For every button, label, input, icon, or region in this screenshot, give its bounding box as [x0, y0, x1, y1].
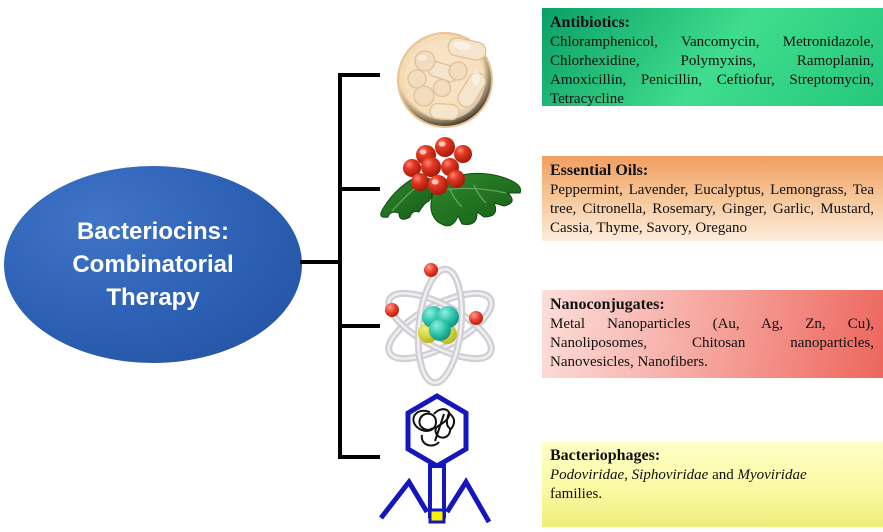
bacteriophages-body-line1: Podoviridae, Siphoviridae and Myoviridae: [550, 467, 807, 483]
essential-oils-body: Peppermint, Lavender, Eucalyptus, Lemong…: [550, 182, 874, 236]
nanoconjugates-body: Metal Nanoparticles (Au, Ag, Zn, Cu), Na…: [550, 316, 874, 370]
central-node-line2: Combinatorial: [72, 251, 234, 278]
pills-dish-icon: [397, 32, 493, 128]
central-node-bacteriocins: Bacteriocins: Combinatorial Therapy: [4, 166, 302, 363]
central-node-line1: Bacteriocins:: [76, 218, 230, 245]
bacteriophage-icon: [379, 393, 492, 524]
essential-oils-box: Essential Oils: Peppermint, Lavender, Eu…: [542, 156, 883, 241]
antibiotics-box: Antibiotics: Chloramphenicol, Vancomycin…: [542, 8, 883, 107]
essential-oils-title: Essential Oils:: [550, 162, 649, 179]
central-node-line3: Therapy: [106, 284, 200, 311]
bacteriophages-body: Podoviridae, Siphoviridae and Myoviridae…: [550, 466, 874, 504]
atom-icon: [385, 263, 495, 387]
nanoconjugates-box: Nanoconjugates: Metal Nanoparticles (Au,…: [542, 290, 883, 378]
antibiotics-body: Chloramphenicol, Vancomycin, Metronidazo…: [550, 34, 874, 107]
bacteriophages-title: Bacteriophages:: [550, 447, 661, 464]
nanoconjugates-title: Nanoconjugates:: [550, 296, 665, 313]
berries-leaves-icon: [380, 137, 522, 227]
bacteriophages-body-line2: families.: [550, 486, 603, 502]
bacteriophages-box: Bacteriophages: Podoviridae, Siphovirida…: [542, 441, 883, 527]
antibiotics-title: Antibiotics:: [550, 14, 630, 31]
